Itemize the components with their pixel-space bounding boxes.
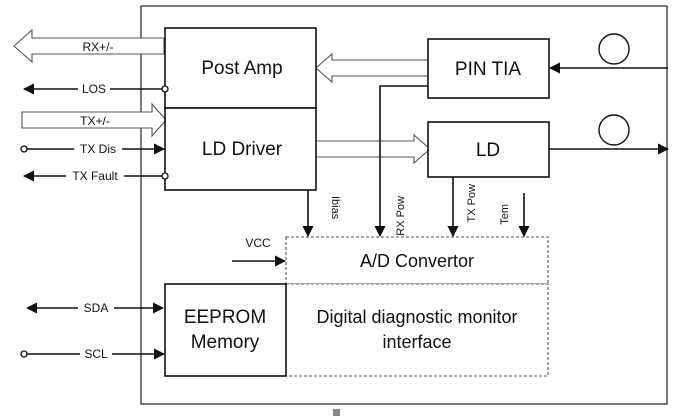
ddm-label-line2: interface [382, 332, 451, 352]
ibias-label: Ibias [329, 196, 341, 220]
rx-pow-line [374, 85, 428, 238]
tx-bus-arrow [21, 102, 167, 138]
sda-signal-label: SDA [84, 301, 109, 315]
lddriver-to-ld-bus [315, 133, 431, 165]
vcc-label: VCC [245, 236, 271, 250]
tx-pow-label: TX Pow [466, 184, 478, 223]
rx-pow-label: RX Pow [395, 196, 407, 236]
pin-to-postamp-bus [315, 52, 429, 84]
adc-label: A/D Convertor [360, 251, 474, 271]
rx-signal-label: RX+/- [82, 40, 113, 54]
tx-signal-label: TX+/- [80, 114, 110, 128]
tx-fiber-icon [598, 114, 630, 146]
scl-pin-circle [20, 350, 28, 358]
eeprom-label-line1: EEPROM [184, 307, 266, 328]
eeprom-block [164, 283, 287, 377]
adc-block [285, 236, 549, 285]
scl-signal-label: SCL [84, 347, 108, 361]
post-amp-label: Post Amp [201, 58, 282, 79]
rx-bus-arrow [13, 28, 165, 64]
tem-label: Tem [499, 204, 511, 225]
pin-tia-label: PIN TIA [455, 59, 521, 80]
ld-label: LD [476, 140, 500, 161]
tx-fault-pin-circle [161, 172, 169, 180]
tx-fault-signal-label: TX Fault [72, 169, 118, 183]
ld-driver-block [164, 107, 317, 191]
tx-dis-signal-label: TX Dis [80, 142, 116, 156]
rx-fiber-icon [598, 33, 630, 65]
pin-tia-block [427, 38, 550, 99]
ddm-label-line1: Digital diagnostic monitor [316, 307, 517, 327]
los-signal-label: LOS [82, 82, 106, 96]
eeprom-label-line2: Memory [191, 332, 260, 353]
ddm-block [285, 283, 549, 377]
bottom-marker [333, 409, 340, 416]
post-amp-block [164, 27, 317, 109]
tx-dis-pin-circle [20, 145, 28, 153]
ld-driver-label: LD Driver [202, 139, 283, 160]
los-pin-circle [161, 85, 169, 93]
ld-block [427, 121, 550, 178]
